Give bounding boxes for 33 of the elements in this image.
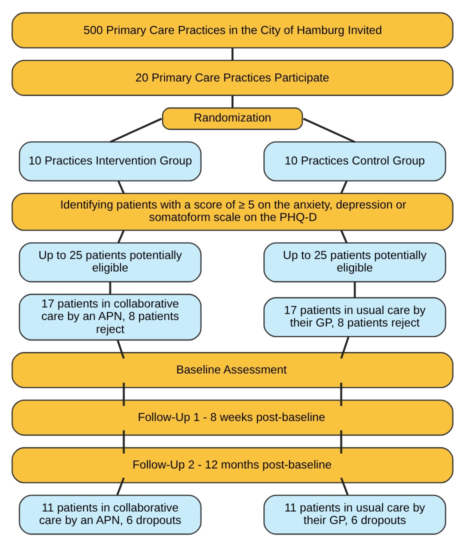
connector: [340, 430, 342, 454]
node-box: 500 Primary Care Practices in the City of Hamburg Invited: [12, 12, 454, 48]
node-box: Randomization: [162, 107, 303, 130]
node-box: 11 patients in usual care by their GP, 6 dropouts: [263, 494, 446, 535]
node-box: 10 Practices Control Group: [263, 141, 446, 182]
connector: [110, 118, 162, 143]
connector: [340, 180, 348, 194]
node-box: Baseline Assessment: [12, 352, 454, 388]
node-box: 17 patients in collaborative care by an APN, 8 patients reject: [18, 294, 202, 341]
node-box: Identifying patients with a score of ≥ 5 on the anxiety, depression or somatoform scale on the PHQ-D: [12, 192, 454, 231]
connector: [116, 477, 125, 496]
connector: [340, 230, 348, 243]
node-box: Up to 25 patients potentially eligible: [18, 242, 202, 282]
connector: [340, 382, 342, 406]
connector: [302, 118, 356, 143]
connector: [116, 340, 125, 359]
connector: [122, 382, 125, 406]
connector: [232, 96, 234, 108]
node-box: Follow-Up 1 - 8 weeks post-baseline: [12, 400, 454, 436]
connector: [232, 48, 234, 60]
node-box: 10 Practices Intervention Group: [18, 141, 202, 182]
node-box: 11 patients in collaborative care by an APN, 6 dropouts: [18, 494, 202, 535]
node-box: Up to 25 patients potentially eligible: [263, 242, 446, 282]
connector: [118, 180, 125, 194]
connector: [340, 477, 349, 496]
connector: [118, 230, 125, 243]
node-box: 17 patients in usual care by their GP, 8 patients reject: [263, 297, 446, 338]
connector: [109, 282, 112, 294]
connector: [340, 336, 350, 359]
connector: [354, 282, 356, 298]
connector: [122, 430, 125, 454]
node-box: Follow-Up 2 - 12 months post-baseline: [12, 447, 454, 484]
node-box: 20 Primary Care Practices Participate: [12, 60, 454, 96]
